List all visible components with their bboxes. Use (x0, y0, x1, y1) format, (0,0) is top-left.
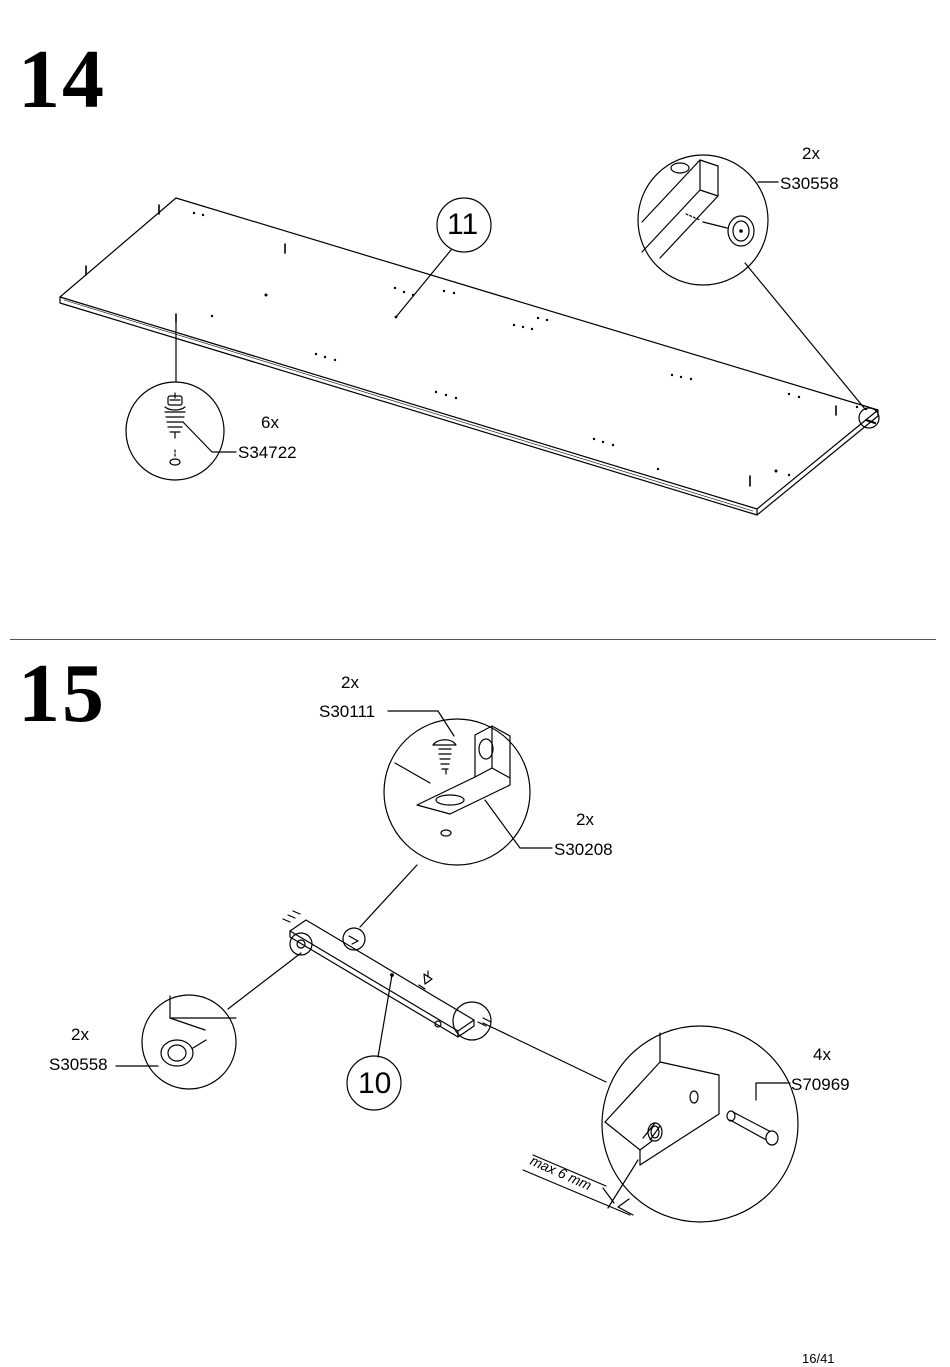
glider-code-14: S30558 (780, 174, 839, 193)
rail-fittings (282, 910, 492, 1028)
glider-qty-15: 2x (71, 1025, 89, 1044)
screw-code-15: S30111 (319, 702, 376, 721)
step-divider (10, 639, 936, 640)
part-10-label-circle (346, 974, 402, 1111)
step-15-number: 15 (18, 647, 106, 740)
bracket-qty-15: 2x (576, 810, 594, 829)
dowel-qty-15: 4x (813, 1045, 831, 1064)
cam-code-14: S34722 (238, 443, 297, 462)
cam-screw-detail-step14 (125, 322, 237, 481)
glider-detail-step15 (115, 932, 313, 1090)
dowel-code-15: S70969 (791, 1075, 850, 1094)
cam-screw-markers (85, 204, 837, 487)
page-number: 16/41 (802, 1351, 835, 1366)
glider-qty-14: 2x (802, 144, 820, 163)
rail-10 (289, 919, 475, 1038)
bracket-code-15: S30208 (554, 840, 613, 859)
glider-code-15: S30558 (49, 1055, 108, 1074)
step-14-number: 14 (18, 33, 106, 126)
part-11-label-circle (395, 197, 492, 318)
glider-detail-step14 (637, 154, 880, 429)
panel-11 (59, 197, 879, 516)
cam-qty-14: 6x (261, 413, 279, 432)
part-10-label: 10 (358, 1067, 392, 1100)
screw-qty-15: 2x (341, 673, 359, 692)
hole-markers (192, 211, 868, 477)
bracket-detail-step15 (342, 710, 553, 951)
dowel-detail-step15 (452, 1001, 799, 1223)
part-11-label: 11 (447, 208, 479, 241)
